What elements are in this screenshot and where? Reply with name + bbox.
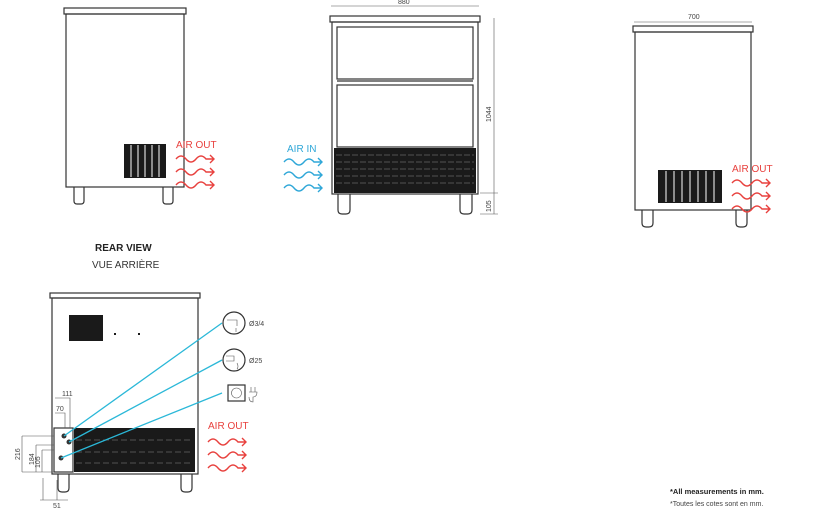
water-inlet-icon (222, 311, 246, 335)
unit-rear-detail: Ø3/4 Ø25 AIR OUT 111 70 216 184 105 51 (15, 292, 264, 510)
dim-feet: 105 (486, 200, 493, 212)
air-out-arrows-icon (175, 154, 215, 190)
air-in-arrows-icon (283, 157, 323, 193)
unit-front-view: 880 1044 105 AIR IN (283, 0, 498, 215)
unit-side-view: 700 AIR OUT (632, 14, 773, 228)
dim-70: 70 (56, 406, 64, 413)
air-out-label-side: AIR OUT (732, 164, 773, 175)
footnote-fr: *Toutes les cotes sont en mm. (670, 501, 763, 508)
dim-111: 111 (62, 391, 73, 398)
dim-depth: 700 (688, 14, 700, 21)
dim-height: 1044 (486, 106, 493, 122)
unit-rear-top-left: AIR OUT (63, 7, 217, 205)
air-out-label: AIR OUT (176, 140, 217, 151)
air-out-arrows-icon (207, 437, 247, 473)
dim-51: 51 (53, 503, 61, 510)
dim-width: 880 (398, 0, 410, 6)
air-out-label-rear: AIR OUT (208, 421, 249, 432)
dim-105: 105 (35, 456, 42, 468)
power-socket-icon (227, 384, 258, 403)
air-in-label: AIR IN (287, 144, 316, 155)
connection-leaders (60, 322, 223, 459)
dim-216: 216 (15, 448, 22, 460)
rear-view-title: REAR VIEW (95, 243, 152, 254)
footnote-en: *All measurements in mm. (670, 487, 764, 496)
dim-184: 184 (29, 453, 36, 465)
water-inlet-size: Ø3/4 (249, 321, 264, 328)
drain-icon (222, 348, 246, 372)
rear-view-title-fr: VUE ARRIÈRE (92, 258, 160, 271)
drain-size: Ø25 (249, 358, 262, 365)
